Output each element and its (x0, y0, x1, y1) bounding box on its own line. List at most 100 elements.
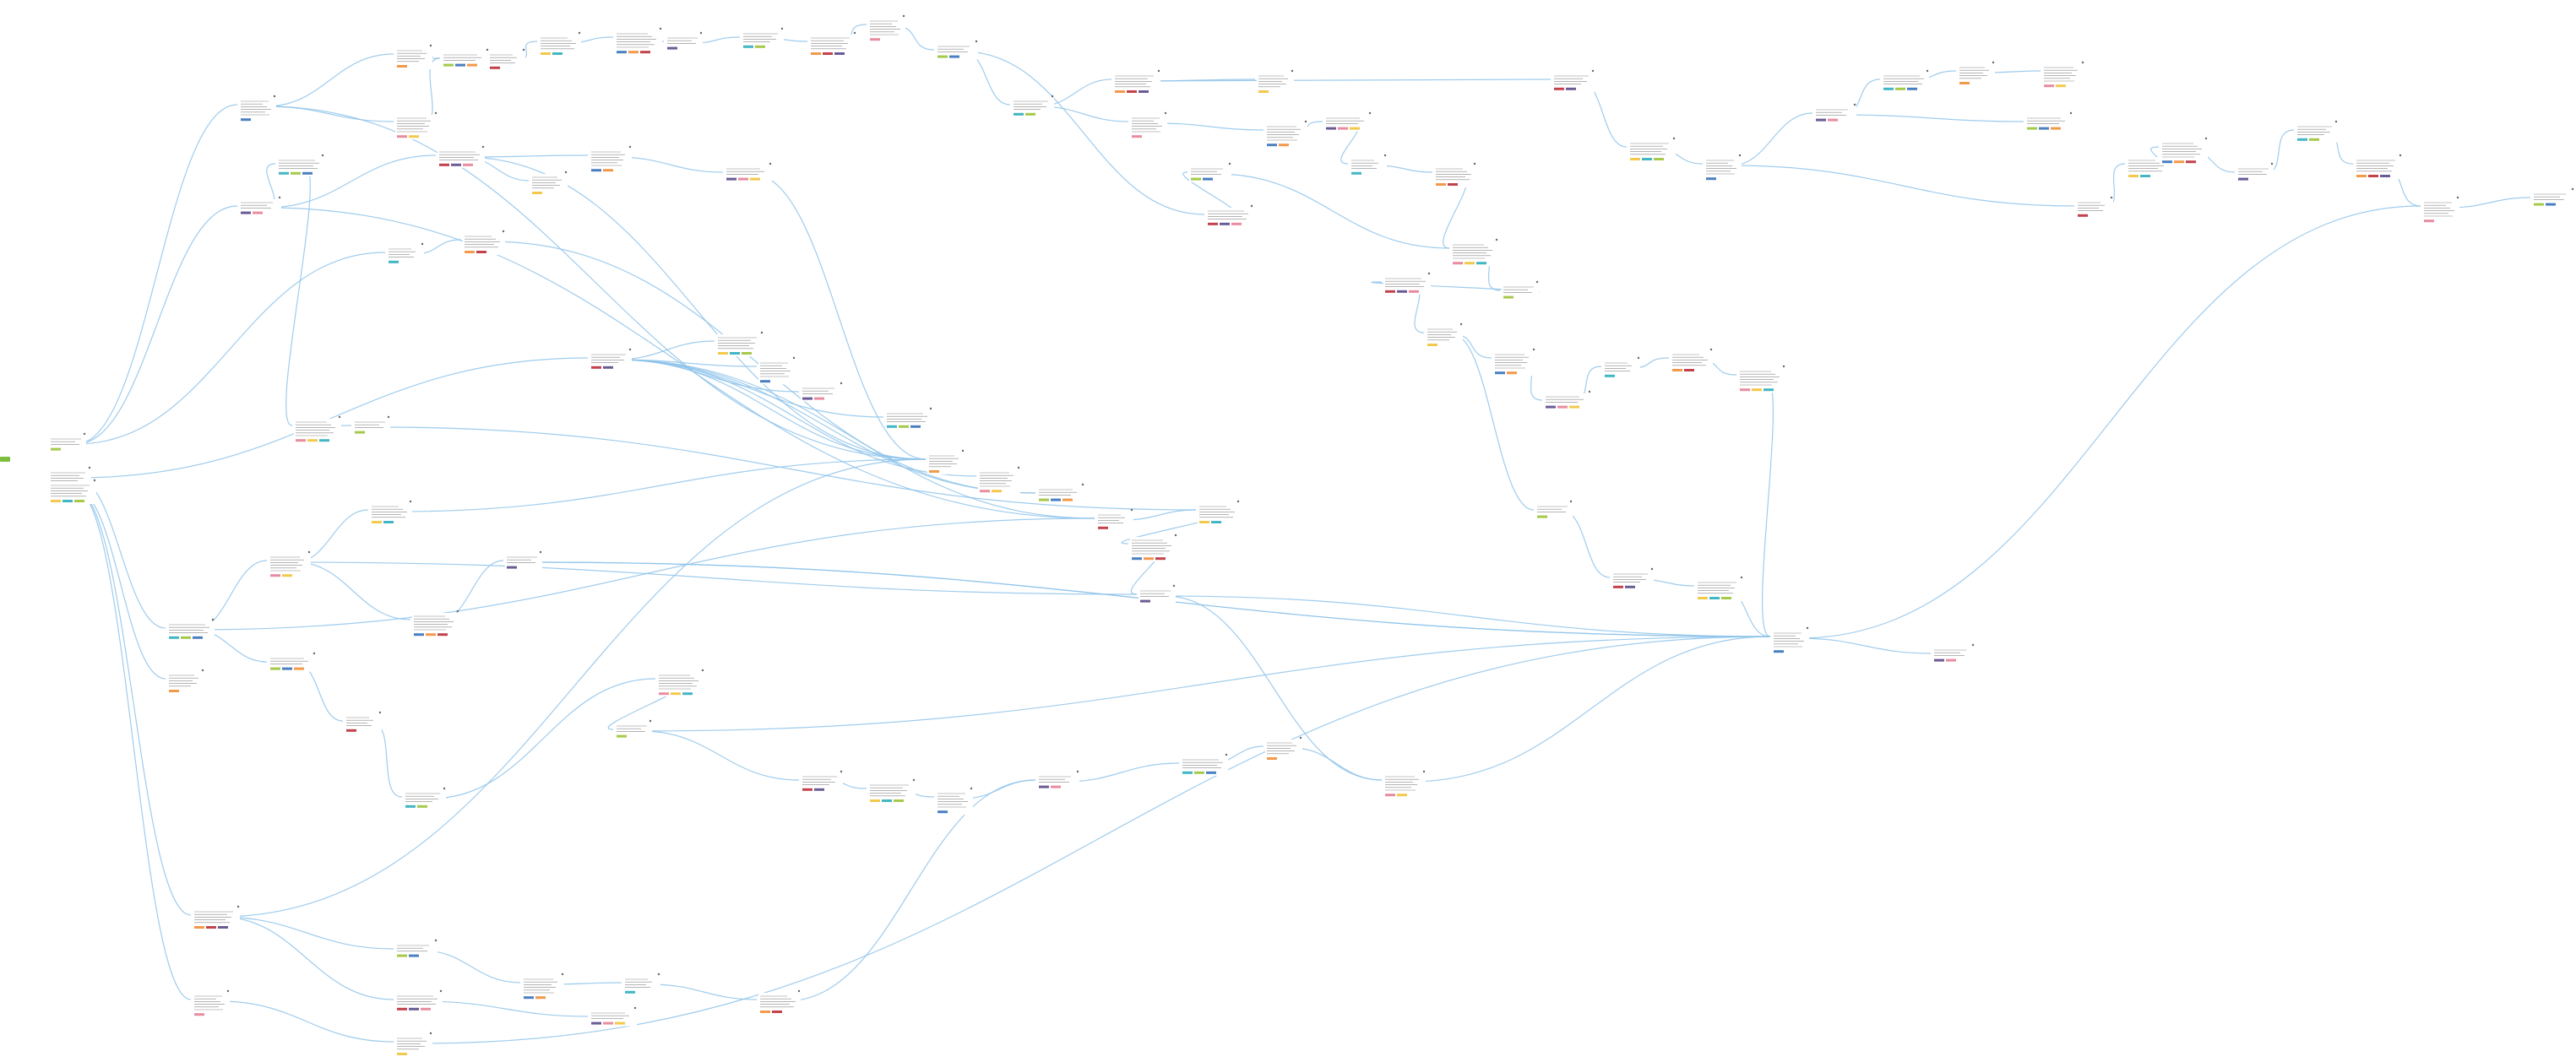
flow-node[interactable] (1671, 348, 1713, 373)
flow-node[interactable] (437, 145, 485, 168)
node-handle-icon[interactable] (564, 171, 568, 174)
node-handle-icon[interactable] (1637, 356, 1640, 360)
node-handle-icon[interactable] (1076, 770, 1079, 773)
node-handle-icon[interactable] (1383, 154, 1387, 157)
node-handle-icon[interactable] (1591, 69, 1595, 73)
flow-node[interactable] (666, 31, 703, 51)
flow-node[interactable] (488, 48, 525, 71)
flow-node[interactable] (801, 382, 843, 402)
node-handle-icon[interactable] (1051, 95, 1054, 98)
node-handle-icon[interactable] (792, 356, 796, 360)
flow-node[interactable] (758, 989, 801, 1015)
node-handle-icon[interactable] (840, 382, 843, 385)
node-handle-icon[interactable] (628, 145, 632, 149)
flow-node[interactable] (539, 31, 581, 57)
flow-node[interactable] (193, 905, 240, 930)
flow-node[interactable] (725, 162, 772, 182)
node-handle-icon[interactable] (1236, 500, 1240, 503)
node-handle-icon[interactable] (2110, 196, 2113, 199)
node-handle-icon[interactable] (1650, 567, 1654, 571)
node-handle-icon[interactable] (409, 500, 412, 503)
node-handle-icon[interactable] (1992, 61, 1995, 64)
node-handle-icon[interactable] (481, 145, 485, 149)
flow-node[interactable] (1772, 626, 1809, 655)
node-handle-icon[interactable] (312, 652, 316, 655)
node-handle-icon[interactable] (929, 407, 932, 410)
flow-node[interactable] (758, 356, 796, 385)
flow-node[interactable] (623, 973, 660, 995)
node-handle-icon[interactable] (1473, 162, 1476, 165)
flow-node[interactable] (395, 1032, 432, 1057)
flow-node[interactable] (395, 989, 443, 1012)
node-handle-icon[interactable] (1427, 272, 1431, 275)
flow-node[interactable] (742, 27, 784, 50)
flow-node[interactable] (1189, 162, 1231, 182)
flow-node[interactable] (1139, 584, 1176, 604)
flow-node[interactable] (1932, 643, 1975, 664)
flow-node[interactable] (530, 171, 568, 196)
node-handle-icon[interactable] (439, 989, 443, 993)
flow-node[interactable] (885, 407, 932, 430)
node-handle-icon[interactable] (1971, 643, 1975, 647)
flow-node[interactable] (1434, 162, 1476, 187)
node-handle-icon[interactable] (201, 669, 204, 672)
node-handle-icon[interactable] (1588, 390, 1591, 393)
flow-node[interactable] (49, 479, 96, 504)
flow-node[interactable] (395, 111, 437, 140)
node-handle-icon[interactable] (853, 31, 856, 35)
node-handle-icon[interactable] (760, 331, 764, 334)
flow-node[interactable] (1696, 576, 1743, 601)
node-handle-icon[interactable] (211, 618, 215, 621)
flow-node[interactable] (716, 331, 764, 356)
node-handle-icon[interactable] (429, 1032, 432, 1035)
flow-node[interactable] (522, 973, 564, 1001)
flow-node[interactable] (1426, 322, 1463, 348)
node-handle-icon[interactable] (273, 95, 276, 98)
node-handle-icon[interactable] (226, 989, 230, 993)
node-handle-icon[interactable] (338, 415, 341, 419)
node-handle-icon[interactable] (1926, 69, 1929, 73)
node-handle-icon[interactable] (649, 719, 652, 723)
node-handle-icon[interactable] (434, 939, 437, 942)
node-handle-icon[interactable] (1853, 103, 1856, 106)
node-handle-icon[interactable] (93, 479, 96, 482)
flow-node[interactable] (590, 1006, 637, 1027)
flow-node[interactable] (2422, 196, 2459, 225)
node-handle-icon[interactable] (2399, 154, 2402, 157)
flow-node[interactable] (978, 466, 1020, 495)
flow-node[interactable] (1611, 567, 1654, 590)
node-handle-icon[interactable] (1535, 280, 1539, 284)
node-handle-icon[interactable] (961, 449, 965, 452)
node-handle-icon[interactable] (378, 711, 382, 714)
node-handle-icon[interactable] (1422, 770, 1426, 773)
node-handle-icon[interactable] (1738, 154, 1742, 157)
flow-node[interactable] (395, 939, 437, 959)
node-handle-icon[interactable] (1228, 162, 1231, 165)
flow-node[interactable] (167, 618, 215, 641)
node-handle-icon[interactable] (1782, 365, 1785, 368)
node-handle-icon[interactable] (2069, 111, 2073, 115)
node-handle-icon[interactable] (699, 31, 703, 35)
flow-node[interactable] (387, 242, 424, 265)
flow-node[interactable] (1130, 111, 1167, 140)
flow-node[interactable] (927, 449, 965, 474)
flow-node[interactable] (1502, 280, 1539, 301)
node-handle-icon[interactable] (1250, 204, 1253, 208)
node-handle-icon[interactable] (1368, 111, 1372, 115)
flow-node[interactable] (657, 669, 704, 697)
flow-node[interactable] (239, 95, 276, 123)
flow-node[interactable] (1037, 483, 1084, 503)
node-handle-icon[interactable] (780, 27, 784, 30)
flow-node[interactable] (167, 669, 204, 694)
node-handle-icon[interactable] (633, 1006, 637, 1010)
flow-node[interactable] (49, 432, 86, 452)
node-handle-icon[interactable] (539, 550, 542, 554)
flow-node[interactable] (1130, 534, 1177, 562)
flow-node[interactable] (1535, 500, 1573, 520)
flow-node[interactable] (2236, 162, 2274, 182)
flow-node[interactable] (505, 550, 542, 571)
flow-node[interactable] (1113, 69, 1160, 95)
flow-node[interactable] (294, 415, 341, 444)
flow-node[interactable] (1704, 154, 1742, 182)
flow-node[interactable] (809, 31, 856, 57)
